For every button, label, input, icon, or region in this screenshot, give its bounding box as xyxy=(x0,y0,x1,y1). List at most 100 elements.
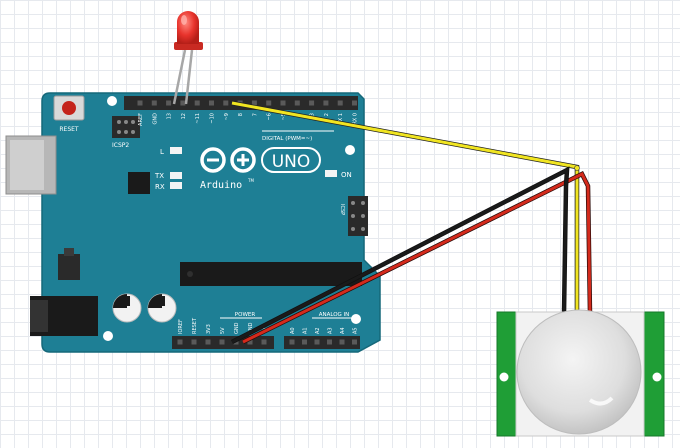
regulator-tab xyxy=(64,248,74,256)
pin-label: ~11 xyxy=(195,113,201,124)
pin-hole xyxy=(191,339,197,345)
pin-label: IOREF xyxy=(178,319,184,334)
pin-hole xyxy=(177,339,183,345)
pin-hole xyxy=(294,100,300,106)
usb-connector-shell xyxy=(10,140,44,190)
pin-label: ~10 xyxy=(210,113,216,124)
capacitor xyxy=(147,293,177,323)
pin-hole xyxy=(247,339,253,345)
pin-label: GND xyxy=(152,113,158,125)
pin-label: ~6 xyxy=(267,113,273,120)
led-body xyxy=(177,11,199,44)
mounting-hole xyxy=(107,96,117,106)
pin-hole xyxy=(314,339,320,345)
on-label: ON xyxy=(341,171,352,179)
pin-label: ~5 xyxy=(281,113,287,120)
reset-button-cap[interactable] xyxy=(62,101,76,115)
pin-hole xyxy=(180,100,186,106)
pin-label: GND xyxy=(248,322,254,334)
ground-wire xyxy=(231,167,569,344)
arduino-logo: UNO Arduino TM xyxy=(200,147,321,191)
pin-label: 3V3 xyxy=(206,324,212,334)
analog-label: ANALOG IN xyxy=(319,312,350,318)
pin-hole xyxy=(309,100,315,106)
arduino-brand-label: Arduino xyxy=(200,180,242,191)
led-cathode-leg xyxy=(172,49,187,105)
digital-label: DIGITAL (PWM=~) xyxy=(262,136,312,142)
pin-hole xyxy=(223,100,229,106)
pin-label: A5 xyxy=(353,327,359,334)
pin-label: A1 xyxy=(303,327,309,334)
led-rx xyxy=(170,182,182,189)
pin-label: RESET xyxy=(192,317,198,334)
mounting-hole xyxy=(351,314,361,324)
pin-label: 8 xyxy=(238,113,244,116)
pin-label: RX 0 xyxy=(353,113,359,125)
pin-hole xyxy=(209,100,214,106)
pin-hole xyxy=(280,100,286,106)
wire-joint xyxy=(574,165,580,171)
pin-label: AREF xyxy=(138,113,144,126)
sensor-hole-left xyxy=(499,372,509,382)
dome-highlight xyxy=(588,396,614,406)
pin-hole xyxy=(352,100,357,106)
led-on xyxy=(325,170,337,177)
led-l xyxy=(170,147,182,154)
pin-label: 13 xyxy=(167,113,173,119)
uno-label: UNO xyxy=(272,152,311,172)
board-pcb xyxy=(41,92,381,353)
pin-hole xyxy=(323,100,329,106)
fresnel-dome xyxy=(516,309,642,435)
pin-hole xyxy=(194,100,200,106)
led-anode-leg xyxy=(184,49,194,105)
pin-hole xyxy=(251,100,257,106)
mounting-hole xyxy=(345,145,355,155)
icsp-label: ICSP xyxy=(339,204,345,215)
pin-label: 12 xyxy=(181,113,187,119)
pin-label: A0 xyxy=(290,327,296,334)
microcontroller-chip xyxy=(180,262,362,286)
led-tx xyxy=(170,172,182,179)
pin-hole xyxy=(352,339,357,345)
pin-hole xyxy=(137,100,143,106)
reset-label: RESET xyxy=(59,126,79,133)
led-tx-label: TX xyxy=(154,172,164,180)
pin-hole xyxy=(205,339,211,345)
pin-hole xyxy=(266,100,272,106)
pin-label: A4 xyxy=(340,327,346,334)
analog-header xyxy=(284,336,360,349)
usb-chip xyxy=(128,172,150,194)
pin-hole xyxy=(219,339,225,345)
led-highlight xyxy=(181,15,187,25)
mounting-hole xyxy=(103,331,113,341)
trademark-label: TM xyxy=(247,178,254,183)
pin-hole xyxy=(337,100,343,106)
power-jack-inner xyxy=(30,300,48,332)
pin-label: TX 1 xyxy=(338,113,344,125)
pin-hole xyxy=(339,339,345,345)
pin-label: A2 xyxy=(315,327,321,334)
wires xyxy=(230,100,593,345)
analog-pin-labels: A0 A1 A2 A3 A4 A5 xyxy=(290,327,359,334)
pin-label: GND xyxy=(234,322,240,334)
pin-hole xyxy=(302,339,307,345)
capacitor xyxy=(112,293,142,323)
pin-label: 5V xyxy=(220,327,226,334)
led-rx-label: RX xyxy=(155,183,165,191)
pin-label: A3 xyxy=(328,327,334,334)
icsp2-label: ICSP2 xyxy=(112,142,129,149)
pin-label: 7 xyxy=(252,113,258,116)
pin-hole xyxy=(151,100,157,106)
arduino-board: RESET ICSP2 L TX RX ON xyxy=(5,92,381,353)
uno-badge xyxy=(261,147,321,173)
led-l-label: L xyxy=(160,148,164,156)
pir-motion-sensor xyxy=(496,309,665,437)
icsp-header xyxy=(348,196,368,236)
sensor-hole-right xyxy=(652,372,662,382)
pin-label: 2 xyxy=(324,113,330,116)
voltage-regulator xyxy=(58,254,80,280)
power-wire xyxy=(242,171,592,344)
pin-hole xyxy=(327,339,332,345)
icsp2-header xyxy=(112,116,140,138)
